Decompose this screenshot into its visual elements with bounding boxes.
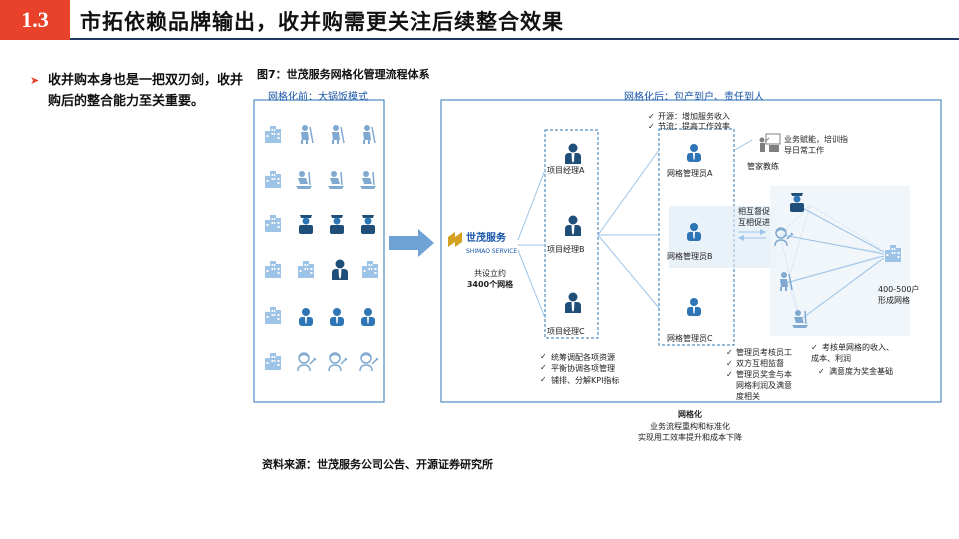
- left-row-4: [265, 259, 378, 280]
- left-row-3: [265, 215, 375, 234]
- bottom-line-1: 业务流程重构和标准化: [650, 422, 730, 431]
- bullet-point: ➤ 收并购本身也是一把双刃剑，收并购后的整合能力至关重要。: [30, 70, 245, 112]
- manager-b-label: 项目经理B: [547, 245, 585, 254]
- households-line-2: 形成网格: [878, 296, 910, 305]
- top-note-1: 开源：增加服务收入: [658, 112, 730, 121]
- manager-note-3: 铺排、分解KPI指标: [551, 376, 620, 385]
- svg-text:✓: ✓: [726, 348, 733, 357]
- right-panel-label: 网格化后：包产到户、责任到人: [624, 92, 764, 103]
- households-line-1: 400-500户: [878, 285, 920, 294]
- admin-note-4: 网格利润及满意: [736, 381, 792, 390]
- supervise-line-2: 互相促进: [738, 218, 770, 227]
- bottom-title: 网格化: [678, 410, 702, 419]
- svg-text:✓: ✓: [726, 370, 733, 379]
- manager-c-label: 项目经理C: [547, 327, 585, 336]
- svg-text:✓: ✓: [648, 122, 655, 131]
- manager-note-1: 统筹调配各项资源: [551, 353, 615, 362]
- svg-text:✓: ✓: [540, 375, 547, 384]
- figure-title: 图7：世茂服务网格化管理流程体系: [257, 68, 430, 81]
- bottom-line-2: 实现用工效率提升和成本下降: [638, 433, 742, 442]
- slide-header: 1.3 市拓依赖品牌输出，收并购需更关注后续整合效果: [0, 0, 959, 42]
- manager-a-label: 项目经理A: [547, 166, 585, 175]
- top-note-2: 节流：提高工作效率: [658, 122, 730, 131]
- bullet-text: 收并购本身也是一把双刃剑，收并购后的整合能力至关重要。: [48, 73, 244, 109]
- grid-admin-b-label: 网格管理员B: [667, 252, 713, 261]
- logo-caption-1: 共设立约: [474, 269, 506, 278]
- header-rule: [70, 38, 959, 40]
- slide-title: 市拓依赖品牌输出，收并购需更关注后续整合效果: [80, 10, 564, 34]
- logo-caption-2: 3400个网格: [466, 280, 514, 289]
- manager-note-2: 平衡协调各项管理: [551, 364, 615, 373]
- manager-box: [544, 129, 599, 339]
- coach-note-1: 业务赋能，培训指: [784, 135, 848, 144]
- assess-note-3: 满意度为奖金基础: [829, 367, 893, 376]
- svg-text:✓: ✓: [818, 367, 825, 376]
- logo-text: 世茂服务: [466, 233, 506, 244]
- assess-note-1: 考核单网格的收入、: [822, 343, 894, 352]
- left-row-5: [265, 307, 375, 326]
- admin-note-5: 度相关: [736, 392, 760, 401]
- svg-text:✓: ✓: [648, 112, 655, 121]
- left-panel-box: [253, 99, 385, 403]
- admin-note-3: 管理员奖金与本: [736, 370, 792, 379]
- shimao-logo: [448, 232, 462, 247]
- left-row-2: [265, 170, 377, 190]
- bullet-arrow-icon: ➤: [30, 74, 40, 87]
- svg-text:✓: ✓: [540, 352, 547, 361]
- transition-arrow: [389, 229, 434, 257]
- assess-note-2: 成本、利润: [811, 354, 851, 363]
- left-row-6: [265, 352, 379, 372]
- coach-label: 管家教练: [747, 162, 779, 171]
- svg-text:✓: ✓: [811, 343, 818, 352]
- admin-note-2: 双方互相监督: [736, 359, 784, 368]
- left-panel-label: 网格化前：大锅饭模式: [268, 92, 368, 103]
- figure-source: 资料来源：世茂服务公司公告、开源证券研究所: [262, 458, 493, 471]
- right-panel-box: [440, 99, 942, 403]
- coach-note-2: 导日常工作: [784, 146, 824, 155]
- admin-note-1: 管理员考核员工: [736, 348, 792, 357]
- svg-text:✓: ✓: [726, 359, 733, 368]
- section-number: 1.3: [0, 0, 70, 40]
- svg-text:✓: ✓: [540, 363, 547, 372]
- grid-admin-c-label: 网格管理员C: [667, 334, 713, 343]
- supervise-line-1: 相互督促: [738, 207, 770, 216]
- logo-subtext: SHIMAO SERVICE: [466, 248, 518, 255]
- left-row-1: [265, 124, 376, 145]
- grid-admin-a-label: 网格管理员A: [667, 169, 713, 178]
